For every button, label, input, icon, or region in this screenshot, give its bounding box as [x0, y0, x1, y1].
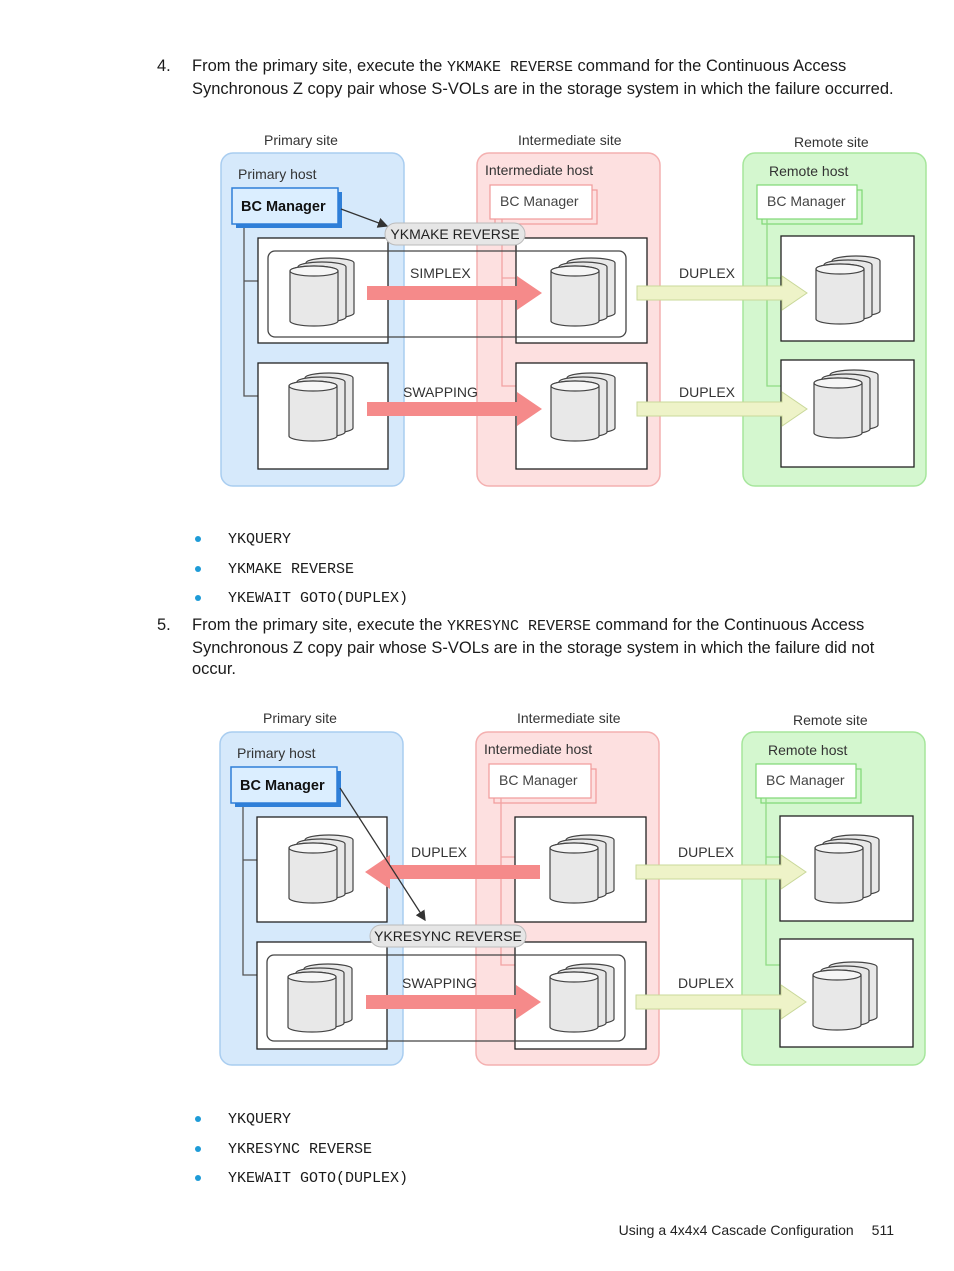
svg-text:BC Manager: BC Manager — [766, 772, 845, 788]
copy-arrow-duplex — [636, 275, 808, 311]
command-label: YKMAKE REVERSE — [390, 226, 519, 242]
volume-stack-icon — [813, 369, 879, 439]
copy-pair-group — [267, 250, 627, 338]
svg-text:BC Manager: BC Manager — [240, 778, 325, 794]
step-number: 5. — [157, 616, 171, 634]
copy-arrow-duplex — [635, 984, 807, 1020]
command-list-1: YKQUERY YKMAKE REVERSE YKEWAIT GOTO(DUPL… — [193, 530, 408, 619]
volume-stack-icon — [550, 372, 616, 442]
pair-status-label: SWAPPING — [403, 384, 478, 400]
copy-arrow-swapping — [367, 392, 542, 426]
svg-text:BC Manager: BC Manager — [767, 193, 846, 209]
pair-status-label: DUPLEX — [678, 975, 735, 991]
intermediate-site-title: Intermediate site — [518, 132, 622, 148]
bc-manager-primary — [231, 187, 339, 225]
list-item: YKQUERY — [193, 1110, 408, 1140]
bc-manager-remote — [755, 763, 857, 799]
page-number: 511 — [871, 1222, 894, 1238]
intermediate-host-title: Intermediate host — [485, 162, 593, 178]
volume-stack-icon — [550, 257, 616, 327]
cascade-diagram-2: Primary site Intermediate site Remote si… — [219, 710, 926, 1066]
copy-arrow-simplex — [367, 276, 542, 310]
cascade-diagram-1: Primary site Intermediate site Remote si… — [220, 132, 927, 487]
list-item: YKEWAIT GOTO(DUPLEX) — [193, 589, 408, 619]
remote-host-title: Remote host — [768, 742, 847, 758]
primary-site-title: Primary site — [263, 710, 337, 726]
remote-site-title: Remote site — [794, 134, 869, 150]
copy-pair-group — [266, 954, 626, 1042]
pair-status-label: SIMPLEX — [410, 265, 471, 281]
step-text: From the primary site, execute the YKMAK… — [192, 57, 894, 98]
bc-manager-primary — [230, 766, 338, 804]
bc-manager-intermediate — [488, 763, 592, 799]
volume-stack-icon — [288, 372, 354, 442]
volume-stack-icon — [815, 255, 881, 325]
pair-status-label: DUPLEX — [411, 844, 468, 860]
copy-arrow-duplex — [636, 391, 808, 427]
intermediate-host-title: Intermediate host — [484, 741, 592, 757]
svg-text:BC Manager: BC Manager — [241, 199, 326, 215]
command-name: YKMAKE REVERSE — [446, 59, 573, 76]
volume-stack-icon — [549, 963, 615, 1033]
command-label: YKRESYNC REVERSE — [374, 928, 522, 944]
step-number: 4. — [157, 57, 171, 75]
copy-arrow-duplex-reverse — [365, 855, 540, 889]
copy-arrow-swapping — [366, 985, 541, 1019]
volume-stack-icon — [812, 961, 878, 1031]
remote-site-title: Remote site — [793, 712, 868, 728]
primary-site-title: Primary site — [264, 132, 338, 148]
copy-arrow-duplex — [635, 854, 807, 890]
pair-status-label: DUPLEX — [679, 265, 736, 281]
list-item: YKRESYNC REVERSE — [193, 1140, 408, 1170]
volume-stack-icon — [288, 834, 354, 904]
footer-title: Using a 4x4x4 Cascade Configuration — [618, 1222, 854, 1238]
list-item: YKEWAIT GOTO(DUPLEX) — [193, 1169, 408, 1199]
volume-stack-icon — [289, 257, 355, 327]
command-label-box — [384, 222, 526, 246]
pair-status-label: DUPLEX — [679, 384, 736, 400]
primary-host-title: Primary host — [237, 745, 316, 761]
command-label-box — [369, 924, 527, 948]
step-text: From the primary site, execute the YKRES… — [192, 616, 875, 678]
bc-manager-intermediate — [489, 184, 593, 220]
svg-text:BC Manager: BC Manager — [499, 772, 578, 788]
volume-stack-icon — [814, 834, 880, 904]
svg-text:BC Manager: BC Manager — [500, 193, 579, 209]
pair-status-label: DUPLEX — [678, 844, 735, 860]
command-name: YKRESYNC REVERSE — [446, 618, 591, 635]
command-list-2: YKQUERY YKRESYNC REVERSE YKEWAIT GOTO(DU… — [193, 1110, 408, 1199]
list-item: YKQUERY — [193, 530, 408, 560]
page-footer: Using a 4x4x4 Cascade Configuration 511 — [619, 1222, 894, 1238]
intermediate-site-title: Intermediate site — [517, 710, 621, 726]
pair-status-label: SWAPPING — [402, 975, 477, 991]
volume-stack-icon — [549, 834, 615, 904]
bc-manager-remote — [756, 184, 858, 220]
remote-host-title: Remote host — [769, 163, 848, 179]
volume-stack-icon — [287, 963, 353, 1033]
list-item: YKMAKE REVERSE — [193, 560, 408, 590]
primary-host-title: Primary host — [238, 166, 317, 182]
